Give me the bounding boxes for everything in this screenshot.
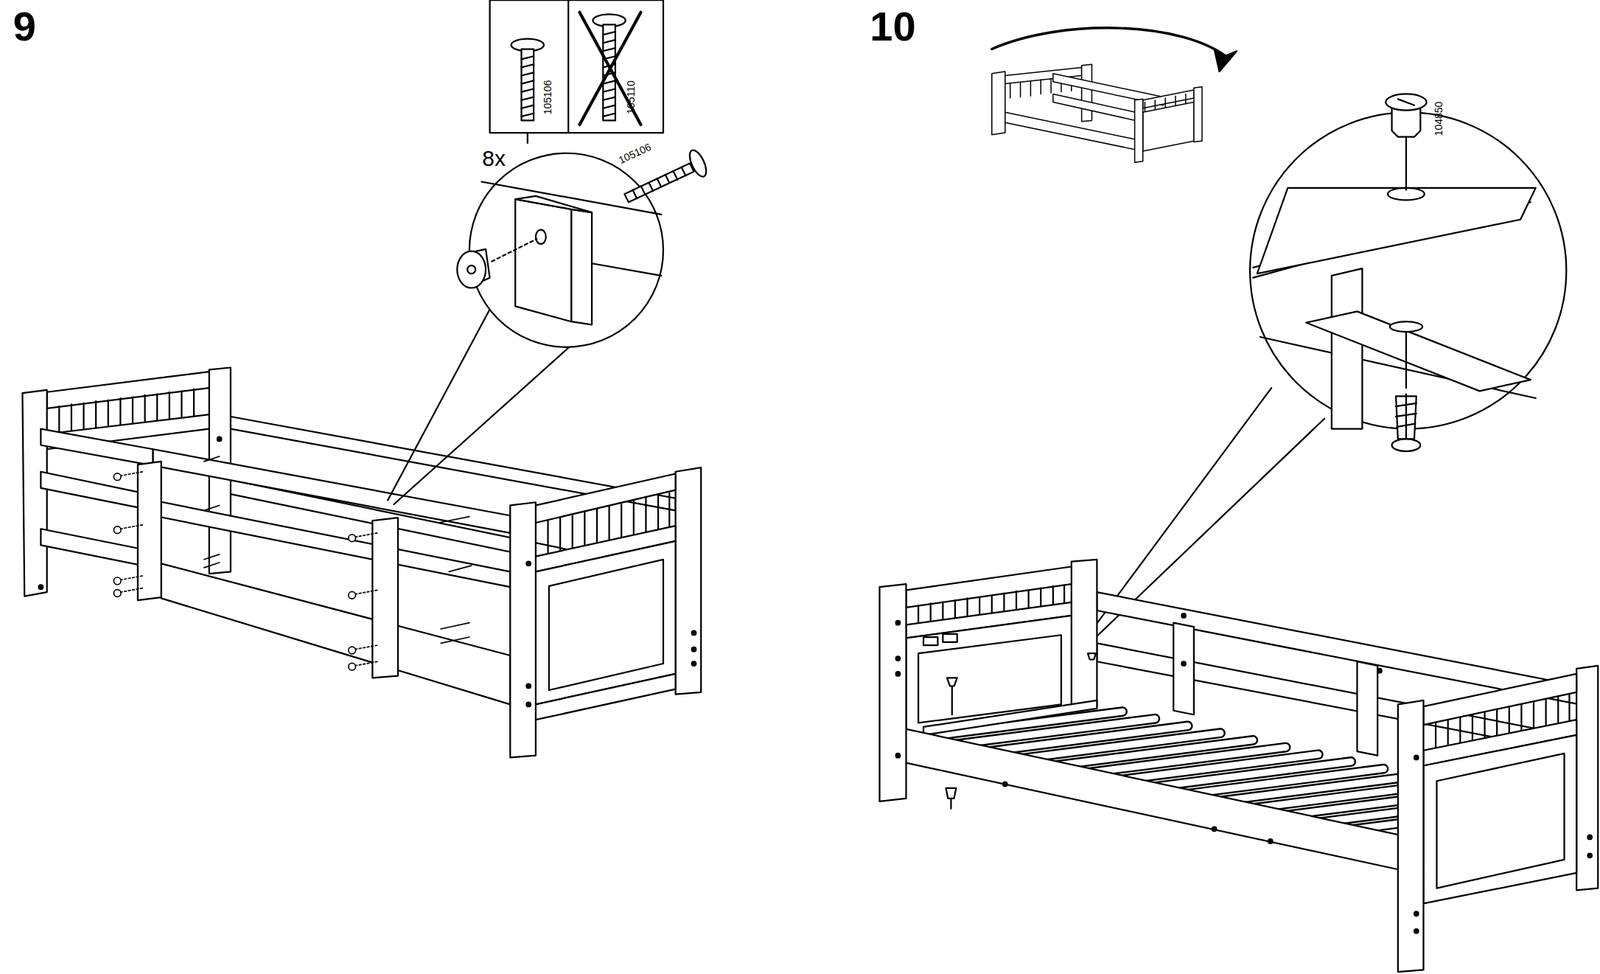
part-number: 105106 — [543, 79, 554, 115]
part-number: 105106 — [616, 140, 653, 165]
part-number: 104850 — [1433, 100, 1444, 136]
step-number: 10 — [869, 5, 916, 48]
part-number: 105110 — [625, 80, 637, 115]
quantity-label: 8x — [481, 147, 506, 170]
step-number: 9 — [13, 5, 37, 48]
